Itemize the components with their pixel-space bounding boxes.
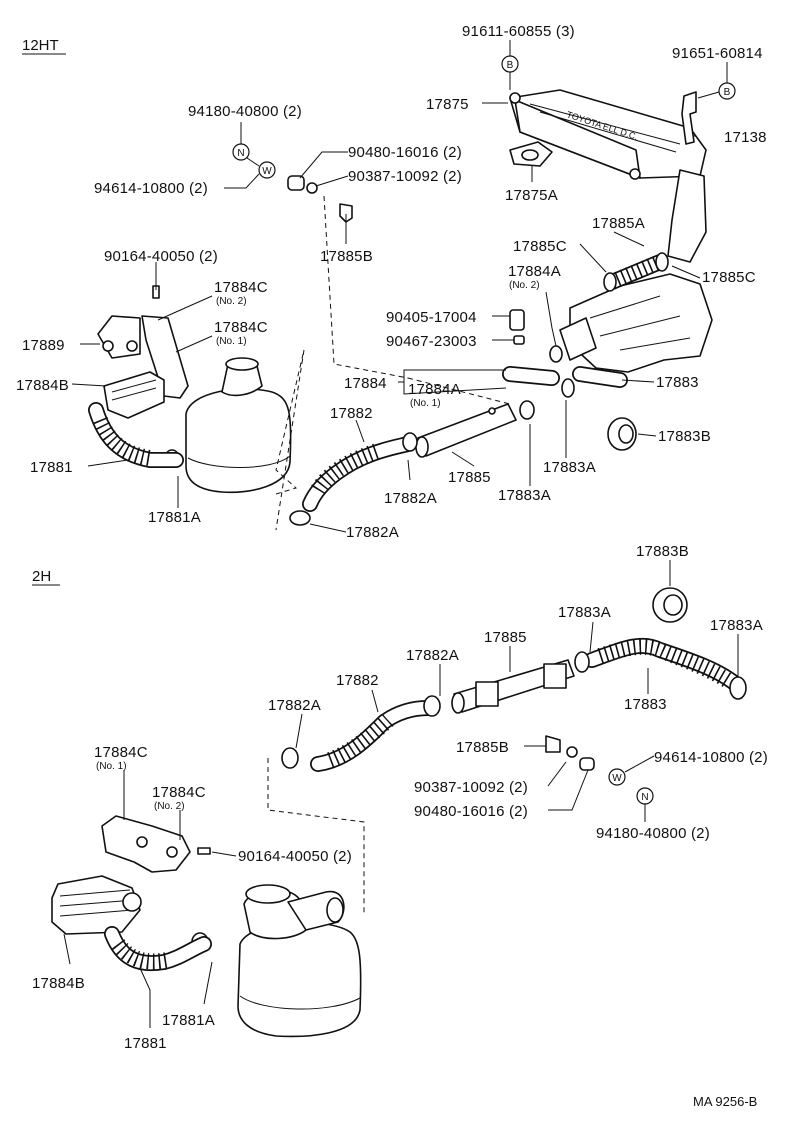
svg-text:N: N	[237, 148, 244, 159]
ring-17883b-drawing	[607, 417, 637, 451]
label-2h-17884c-no2-note: (No. 2)	[154, 801, 185, 812]
label-90387-10092: 90387-10092 (2)	[348, 168, 462, 185]
label-17875: 17875	[426, 96, 469, 113]
label-91611-60855: 91611-60855 (3)	[462, 23, 575, 40]
label-17883a-bottom: 17883A	[498, 487, 551, 504]
bracket-17884c-drawing	[97, 285, 189, 399]
label-17881a: 17881A	[148, 509, 201, 526]
label-94180-40800: 94180-40800 (2)	[188, 103, 302, 120]
label-17884c-no1-note: (No. 1)	[216, 336, 247, 347]
label-17889: 17889	[22, 337, 65, 354]
label-90480-16016: 90480-16016 (2)	[348, 144, 462, 161]
bracket-17138-drawing	[681, 91, 697, 145]
label-2h-94614-10800: 94614-10800 (2)	[654, 749, 768, 766]
label-17884b: 17884B	[16, 377, 69, 394]
connector-17885b-drawing	[287, 175, 353, 223]
label-2h-17882a-top: 17882A	[406, 647, 459, 664]
gasket-17875a-drawing	[509, 141, 553, 167]
label-17885b: 17885B	[320, 248, 373, 265]
label-2h-94180-40800: 94180-40800 (2)	[596, 825, 710, 842]
label-2h-17884c-no1-note: (No. 1)	[96, 761, 127, 772]
label-2h-17882a-left: 17882A	[268, 697, 321, 714]
label-2h-17885: 17885	[484, 629, 527, 646]
section-12ht-label: 12HT	[22, 37, 59, 54]
fitting-90467-drawing	[513, 335, 525, 345]
label-17138: 17138	[724, 129, 767, 146]
label-2h-17884c-no2: 17884C	[152, 784, 206, 801]
label-17884a-no1-note: (No. 1)	[410, 398, 441, 409]
label-90164-40050: 90164-40050 (2)	[104, 248, 218, 265]
marker-b-right: B	[718, 82, 736, 100]
clamps-2h-drawing	[191, 651, 747, 952]
svg-text:W: W	[262, 166, 272, 177]
label-17885c-left: 17885C	[513, 238, 567, 255]
marker-b-top: B	[501, 55, 519, 73]
marker-n-12ht: N	[232, 143, 250, 161]
label-2h-17883a-right: 17883A	[710, 617, 763, 634]
svg-text:B: B	[507, 60, 514, 71]
label-17884: 17884	[344, 375, 387, 392]
label-94614-10800: 94614-10800 (2)	[94, 180, 208, 197]
label-17883a-right: 17883A	[543, 459, 596, 476]
diagram-code: MA 9256-B	[693, 1094, 757, 1109]
clamps-12ht-drawing	[164, 252, 669, 526]
air-cleaner-2h-drawing	[237, 884, 362, 1038]
label-2h-90164-40050: 90164-40050 (2)	[238, 848, 352, 865]
label-17884c-no2: 17884C	[214, 279, 268, 296]
air-box-17884b-2h-drawing	[51, 875, 142, 935]
air-box-17884b-drawing	[103, 371, 165, 419]
marker-w-12ht: W	[258, 161, 276, 179]
marker-n-2h: N	[636, 787, 654, 805]
label-2h-17883: 17883	[624, 696, 667, 713]
label-2h-17881a: 17881A	[162, 1012, 215, 1029]
label-17881: 17881	[30, 459, 73, 476]
label-17883b: 17883B	[658, 428, 711, 445]
guide-dash-12ht-center	[323, 195, 409, 379]
label-90405-17004: 90405-17004	[386, 309, 477, 326]
label-90467-23003: 90467-23003	[386, 333, 477, 350]
label-17882a-mid: 17882A	[384, 490, 437, 507]
label-17885: 17885	[448, 469, 491, 486]
fitting-90405-drawing	[509, 309, 525, 331]
label-2h-17884b: 17884B	[32, 975, 85, 992]
label-2h-17883b: 17883B	[636, 543, 689, 560]
label-17884a-no2: 17884A	[508, 263, 561, 280]
label-91651-60814: 91651-60814	[672, 45, 763, 62]
ring-17883b-2h-drawing	[652, 587, 688, 623]
label-2h-90387-10092: 90387-10092 (2)	[414, 779, 528, 796]
label-17883: 17883	[656, 374, 699, 391]
marker-w-2h: W	[608, 768, 626, 786]
label-17875a: 17875A	[505, 187, 558, 204]
label-2h-17884c-no1: 17884C	[94, 744, 148, 761]
pipe-17885-drawing	[415, 403, 517, 458]
label-17884c-no2-note: (No. 2)	[216, 296, 247, 307]
label-2h-17885b: 17885B	[456, 739, 509, 756]
label-2h-90480-16016: 90480-16016 (2)	[414, 803, 528, 820]
leader-lines	[63, 40, 739, 1028]
label-17885c-right: 17885C	[702, 269, 756, 286]
label-17885a: 17885A	[592, 215, 645, 232]
svg-text:B: B	[724, 87, 731, 98]
bracket-17884c-2h-drawing	[101, 815, 211, 873]
label-17882: 17882	[330, 405, 373, 422]
label-17882a-bottom: 17882A	[346, 524, 399, 541]
air-cleaner-12ht-drawing	[185, 357, 292, 494]
svg-text:W: W	[612, 773, 622, 784]
label-17884c-no1: 17884C	[214, 319, 268, 336]
label-2h-17882: 17882	[336, 672, 379, 689]
air-tank-17875-drawing: TOYOTA ELL D.C.	[509, 89, 707, 263]
label-17884a-no1: 17884A	[408, 381, 461, 398]
label-2h-17883a-mid: 17883A	[558, 604, 611, 621]
svg-text:N: N	[641, 792, 648, 803]
label-17884a-no2-note: (No. 2)	[509, 280, 540, 291]
guide-dash-2h	[267, 758, 365, 914]
turbo-housing-drawing	[559, 273, 713, 373]
label-2h-17881: 17881	[124, 1035, 167, 1052]
section-2h-label: 2H	[32, 568, 51, 585]
pipe-17885-2h-drawing	[451, 659, 575, 714]
guide-dash-12ht-left	[275, 349, 305, 531]
connector-17885b-2h-drawing	[545, 735, 595, 771]
